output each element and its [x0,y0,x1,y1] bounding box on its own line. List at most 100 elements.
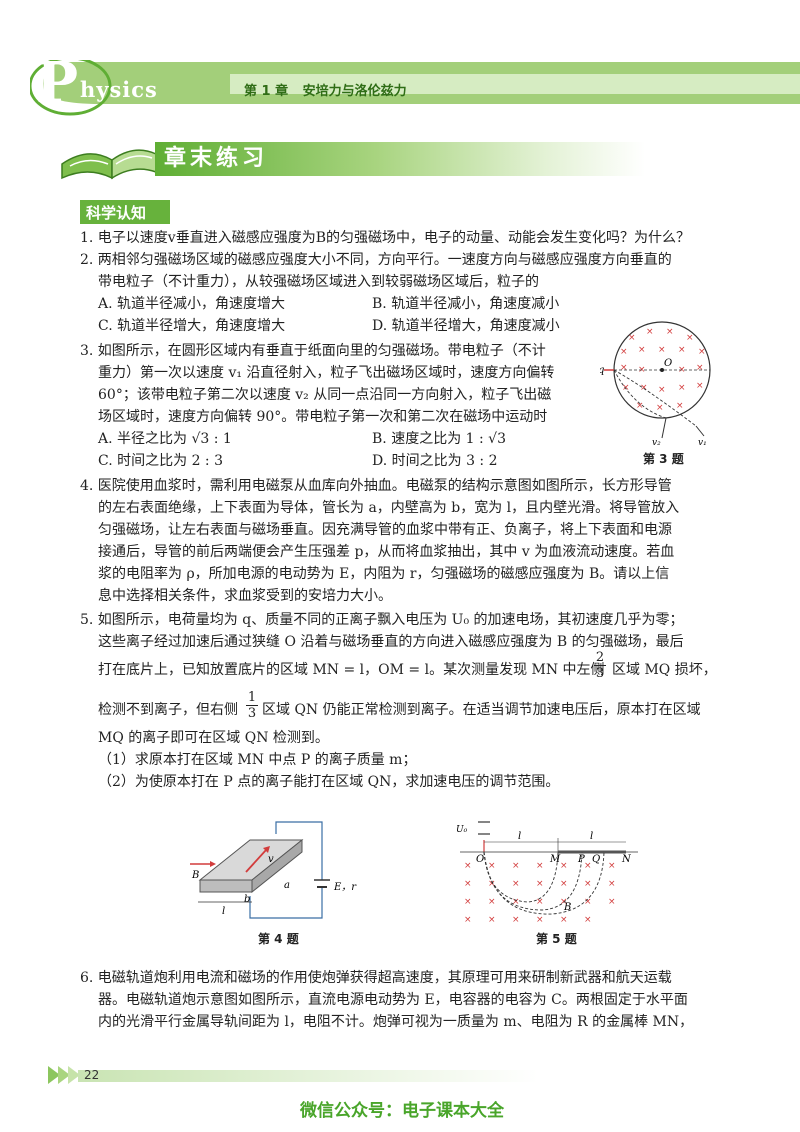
section-title: 章末练习 [164,146,269,171]
q4-diagram: B v a b l E，r [190,821,357,919]
svg-text:×: × [488,897,496,907]
svg-text:×: × [464,897,472,907]
q3-label-v1: v₁ [698,438,707,448]
svg-text:×: × [536,915,544,925]
q3-line1: 3. 如图所示，在圆形区域内有垂直于纸面向里的匀强磁场。带电粒子（不计 [80,343,546,359]
q4-line1: 4. 医院使用血浆时，需利用电磁泵从血库向外抽血。电磁泵的结构示意图如图所示，长… [80,478,672,494]
q5-line5: MQ 的离子即可在区域 QN 检测到。 [98,730,329,746]
q4-label-b: b [244,894,250,905]
q4-line5: 浆的电阻率为 ρ，所加电源的电动势为 E，内阻为 r，匀强磁场的磁感应强度为 B… [98,566,670,582]
q3-label-v2: v₂ [652,438,661,448]
q6-line3: 内的光滑平行金属导轨间距为 l，电阻不计。炮弹可视为一质量为 m、电阻为 R 的… [98,1014,694,1030]
svg-text:×: × [666,327,674,337]
q5-label-p: P [577,854,585,865]
q5-line3b: 区域 MQ 损坏， [612,662,717,678]
svg-text:×: × [536,897,544,907]
svg-text:×: × [464,879,472,889]
q5-label-l1: l [518,831,521,842]
svg-text:×: × [698,347,706,357]
subsection-title: 科学认知 [86,204,147,222]
q5-fraction-one-third: 1 3 [246,690,258,721]
q3-option-b: B. 速度之比为 1 : √3 [372,431,506,447]
q5-label-o: O [476,854,484,865]
q4-label-a: a [284,880,290,891]
q5-label-b: B [563,902,571,913]
svg-text:×: × [638,345,646,355]
svg-text:×: × [696,363,704,373]
svg-text:×: × [560,861,568,871]
q4-caption: 第 4 题 [258,932,299,946]
open-book-icon [61,149,157,180]
q3-line4: 场区域时，速度方向偏转 90°。带电粒子第一次和第二次在磁场中运动时 [98,409,548,425]
q5-frac-top: 2 [594,650,606,666]
wechat-watermark: 微信公众号：电子课本大全 [300,1101,504,1121]
q3-caption: 第 3 题 [643,452,684,466]
header-band [30,60,800,116]
q4-line4: 接通后，导管的前后两端便会产生压强差 p，从而将血浆抽出，其中 v 为血液流动速… [98,544,675,560]
q5-line3a: 打在底片上，已知放置底片的区域 MN = l，OM = l。某次测量发现 MN … [98,662,605,678]
page-number: 22 [84,1068,100,1082]
svg-text:×: × [636,401,644,411]
svg-text:×: × [608,861,616,871]
q4-label-l: l [222,906,225,917]
q5-label-m: M [549,854,561,865]
svg-text:×: × [676,401,684,411]
svg-text:×: × [620,363,628,373]
q5-line1: 5. 如图所示，电荷量均为 q、质量不同的正离子飘入电压为 U₀ 的加速电场，其… [80,612,684,628]
svg-text:×: × [512,897,520,907]
svg-text:×: × [658,345,666,355]
svg-text:×: × [608,879,616,889]
q5-frac-bottom: 3 [595,666,605,681]
q1-text: 1. 电子以速度v垂直进入磁感应强度为B的匀强磁场中，电子的动量、动能会发生变化… [80,230,691,246]
svg-text:×: × [628,333,636,343]
q5-frac2-bottom: 3 [247,706,257,721]
svg-text:×: × [488,879,496,889]
svg-text:×: × [464,861,472,871]
q5-label-n: N [621,854,632,865]
svg-text:×: × [696,381,704,391]
q3-label-q: q [600,365,604,376]
svg-text:×: × [512,879,520,889]
svg-text:×: × [488,861,496,871]
q4-label-emf: E，r [333,882,357,893]
q3-option-a: A. 半径之比为 √3 : 1 [98,431,232,447]
q5-line4b: 区域 QN 仍能正常检测到离子。在适当调节加速电压后，原本打在区域 [262,702,701,718]
q5-sub1: （1）求原本打在区域 MN 中点 P 的离子质量 m； [98,752,417,768]
q2-option-b: B. 轨道半径减小，角速度减小 [372,296,560,312]
q5-sub2: （2）为使原本打在 P 点的离子能打在区域 QN，求加速电压的调节范围。 [98,774,560,790]
q3-diagram: ×××× ××××× ×××× ××××× ××× q O v₂ v₁ [600,321,711,448]
section-banner [155,142,645,176]
q2-line2: 带电粒子（不计重力），从较强磁场区域进入到较弱磁场区域后，粒子的 [98,274,539,290]
svg-text:×: × [464,915,472,925]
q5-fraction-two-thirds: 2 3 [594,650,606,681]
svg-text:×: × [512,915,520,925]
svg-text:×: × [536,861,544,871]
q2-option-d: D. 轨道半径增大，角速度减小 [372,318,560,334]
q3-option-c: C. 时间之比为 2 : 3 [98,453,223,469]
q2-line1: 2. 两相邻匀强磁场区域的磁感应强度大小不同，方向平行。一速度方向与磁感应强度方… [80,252,672,268]
svg-text:×: × [488,915,496,925]
q5-label-u0: U₀ [456,825,468,835]
q4-line2: 的左右表面绝缘，上下表面为导体，管长为 a，内壁高为 b，宽为 l，且内壁光滑。… [98,500,680,516]
svg-text:×: × [560,879,568,889]
svg-text:×: × [658,385,666,395]
q6-line1: 6. 电磁轨道炮利用电流和磁场的作用使炮弹获得超高速度，其原理可用来研制新武器和… [80,970,672,986]
q5-frac2-top: 1 [246,690,258,706]
q3-line2: 重力）第一次以速度 v₁ 沿直径射入，粒子飞出磁场区域时，速度方向偏转 [98,365,555,381]
q4-line3: 匀强磁场，让左右表面与磁场垂直。因充满导管的血浆中带有正、负离子，将上下表面和电… [98,522,672,538]
svg-text:×: × [584,915,592,925]
header-logo-letter: P [36,50,79,116]
q3-line3: 60°；该带电粒子第二次以速度 v₂ 从同一点沿同一方向射入，粒子飞出磁 [98,387,552,403]
q5-label-l2: l [590,831,593,842]
q4-label-v: v [268,854,274,865]
q2-option-c: C. 轨道半径增大，角速度增大 [98,318,286,334]
q5-caption: 第 5 题 [536,932,577,946]
svg-text:×: × [620,347,628,357]
svg-text:×: × [686,333,694,343]
svg-text:×: × [656,403,664,413]
q5-diagram: ××××××× ××××××× ××××××× ×××××× U₀ O M P … [456,821,638,925]
svg-text:×: × [678,383,686,393]
q4-label-field-b: B [191,870,199,881]
q5-line2: 这些离子经过加速后通过狭缝 O 沿着与磁场垂直的方向进入磁感应强度为 B 的匀强… [98,634,684,650]
q2-option-a: A. 轨道半径减小，角速度增大 [98,296,286,312]
